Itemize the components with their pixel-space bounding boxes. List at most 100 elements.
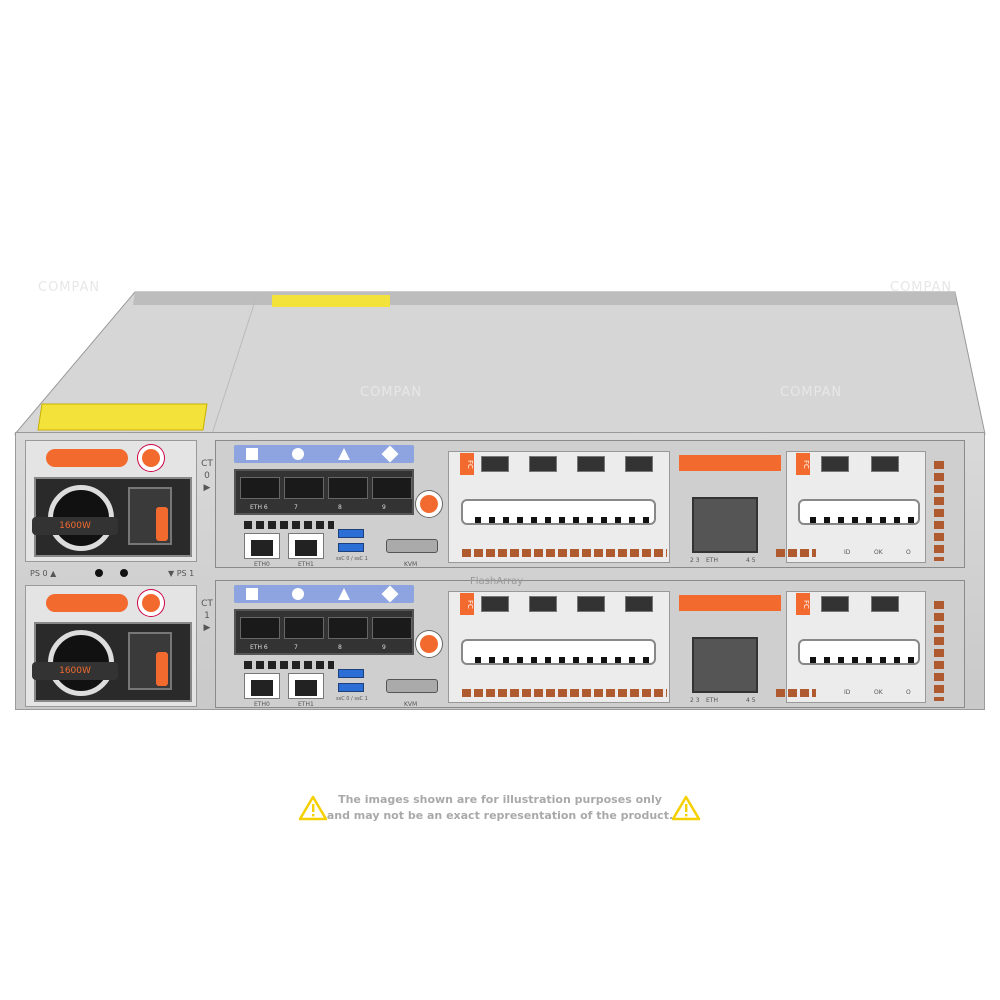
chassis-top-panel	[13, 291, 986, 435]
vent	[934, 601, 944, 701]
psu-pull-handle[interactable]	[32, 662, 118, 680]
eth-port-numbers: 2 3	[690, 557, 700, 564]
usb-port-0[interactable]	[338, 669, 364, 678]
usb-port-1[interactable]	[338, 683, 364, 692]
fc-port[interactable]	[625, 596, 653, 612]
watermark: COMPAN	[360, 385, 423, 400]
vent	[462, 689, 667, 697]
psu-latch[interactable]	[156, 507, 168, 541]
port-label: 9	[382, 504, 386, 511]
qsfp-port[interactable]	[240, 477, 280, 499]
led-power-label: O	[906, 549, 911, 556]
fc-port[interactable]	[821, 596, 849, 612]
usb-port-0[interactable]	[338, 529, 364, 538]
qsfp-port[interactable]	[240, 617, 280, 639]
port-label: 8	[338, 644, 342, 651]
product-name-strip: FlashArray	[470, 576, 524, 587]
kvm-port[interactable]	[386, 679, 438, 693]
card-slot	[461, 499, 656, 525]
port-label: ETH 6	[250, 644, 268, 651]
qsfp-port[interactable]	[372, 477, 412, 499]
usb-label: ssC 0 / ssC 1	[336, 556, 368, 562]
led-ok-label: OK	[874, 549, 883, 556]
qsfp-port[interactable]	[372, 617, 412, 639]
shape-marker-icon	[381, 445, 399, 463]
led-power-label: O	[906, 689, 911, 696]
eth0-port[interactable]	[244, 533, 280, 559]
eth1-port[interactable]	[288, 673, 324, 699]
vent	[462, 549, 667, 557]
power-supply-1: 1600W	[25, 585, 197, 707]
shape-marker-icon	[246, 588, 258, 600]
orange-label-bar	[679, 455, 781, 471]
fc-port[interactable]	[871, 456, 899, 472]
fc-port[interactable]	[529, 456, 557, 472]
psu-handle[interactable]	[46, 449, 128, 467]
led-id-label: ID	[844, 549, 851, 556]
psu-pull-handle[interactable]	[32, 517, 118, 535]
fc-port[interactable]	[821, 456, 849, 472]
eth1-port[interactable]	[288, 533, 324, 559]
port-label: 8	[338, 504, 342, 511]
fc-port[interactable]	[577, 596, 605, 612]
watermark: COMPAN	[890, 280, 953, 295]
usb-label: ssC 0 / ssC 1	[336, 696, 368, 702]
qsfp-port[interactable]	[284, 477, 324, 499]
led-ok-label: OK	[874, 689, 883, 696]
qsfp-port[interactable]	[284, 617, 324, 639]
port-label: ETH 6	[250, 504, 268, 511]
fc-label: FC	[460, 593, 474, 615]
fc-port[interactable]	[871, 596, 899, 612]
fc-port[interactable]	[625, 456, 653, 472]
psu-latch[interactable]	[156, 652, 168, 686]
eth-sfp-cage[interactable]	[692, 497, 758, 553]
eth0-port[interactable]	[244, 673, 280, 699]
eth-label: ETH	[706, 557, 718, 564]
status-led	[120, 569, 128, 577]
eth-port-numbers: 2 3	[690, 697, 700, 704]
fc-port[interactable]	[577, 456, 605, 472]
kvm-label: KVM	[404, 561, 418, 568]
qsfp-port[interactable]	[328, 617, 368, 639]
shape-marker-icon	[292, 588, 304, 600]
disclaimer: The images shown are for illustration pu…	[0, 792, 1000, 824]
led-id-label: ID	[844, 689, 851, 696]
fc-port[interactable]	[481, 456, 509, 472]
kvm-port[interactable]	[386, 539, 438, 553]
watermark: COMPAN	[38, 280, 101, 295]
qsfp-port[interactable]	[328, 477, 368, 499]
controller-thumbscrew[interactable]	[416, 631, 442, 657]
vent	[776, 549, 816, 557]
eth1-label: ETH1	[298, 701, 314, 708]
fc-port[interactable]	[529, 596, 557, 612]
kvm-label: KVM	[404, 701, 418, 708]
warning-icon	[671, 795, 701, 821]
status-led	[95, 569, 103, 577]
card-pull-tab[interactable]	[234, 585, 414, 603]
vent	[934, 461, 944, 561]
psu-handle[interactable]	[46, 594, 128, 612]
fc-label: FC	[460, 453, 474, 475]
fc-port[interactable]	[481, 596, 509, 612]
warning-label-top	[272, 295, 390, 307]
shape-marker-icon	[338, 448, 350, 460]
usb-port-1[interactable]	[338, 543, 364, 552]
controller-thumbscrew[interactable]	[416, 491, 442, 517]
eth1-label: ETH1	[298, 561, 314, 568]
fc-label: FC	[796, 593, 810, 615]
eth-sfp-cage[interactable]	[692, 637, 758, 693]
card-pull-tab[interactable]	[234, 445, 414, 463]
psu-thumbscrew[interactable]	[138, 590, 164, 616]
eth-port-numbers: 4 5	[746, 697, 756, 704]
shape-marker-icon	[292, 448, 304, 460]
eth0-label: ETH0	[254, 561, 270, 568]
port-label: 7	[294, 644, 298, 651]
psu-thumbscrew[interactable]	[138, 445, 164, 471]
card-slot	[798, 499, 920, 525]
vent	[244, 661, 334, 669]
